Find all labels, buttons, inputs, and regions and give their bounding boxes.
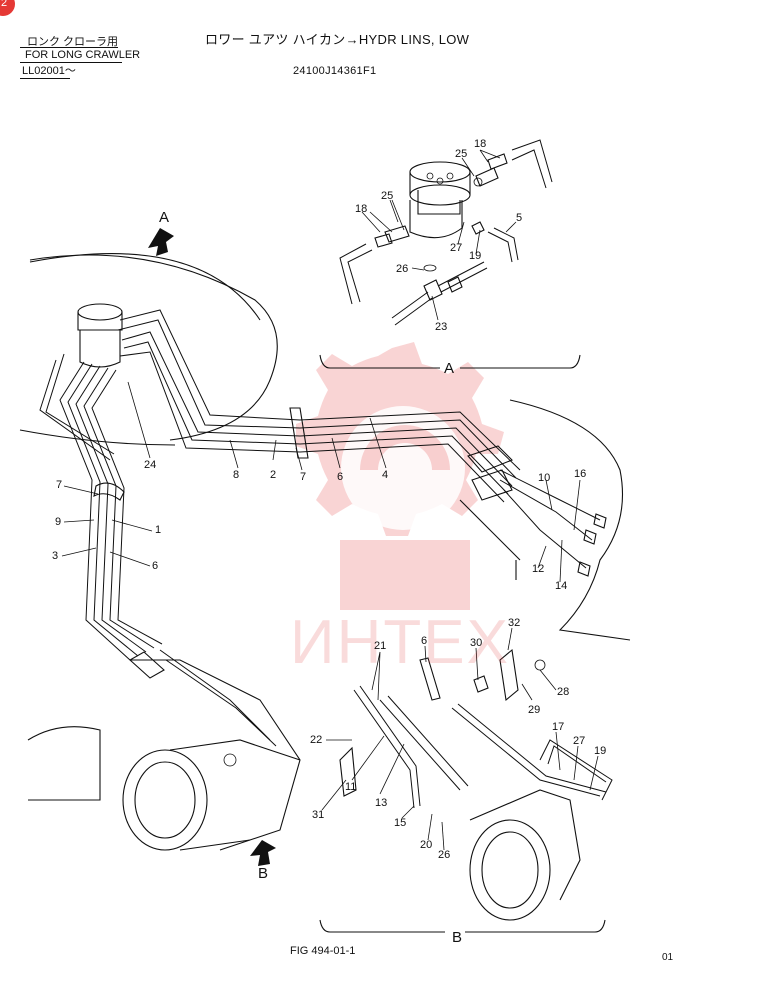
callout-main: 6 xyxy=(337,471,344,483)
header-line-jp: ロンク クローラ用 xyxy=(27,36,119,48)
callout-detail-b: 22 xyxy=(310,734,323,746)
callout-main: 14 xyxy=(555,580,568,592)
callout-detail-b: 17 xyxy=(552,721,565,733)
detail-a-label: A xyxy=(444,360,455,377)
watermark-gear-logo xyxy=(296,342,504,610)
callout-detail-a: 19 xyxy=(469,250,482,262)
callout-detail-b: 31 xyxy=(312,809,325,821)
header-rule-1 xyxy=(20,47,118,48)
page-badge-number: 2 xyxy=(1,0,8,9)
callout-detail-a: 25 xyxy=(455,148,468,160)
callout-detail-b: 32 xyxy=(508,617,521,629)
callout-main: 16 xyxy=(574,468,587,480)
callout-detail-a: 18 xyxy=(474,138,487,150)
header-rule-2 xyxy=(20,62,122,63)
callout-detail-a: 25 xyxy=(381,190,394,202)
callout-main: 7 xyxy=(300,471,307,483)
callout-detail-a: 5 xyxy=(516,212,523,224)
callout-main: 2 xyxy=(270,469,277,481)
callout-main: 3 xyxy=(52,550,59,562)
page-number: 01 xyxy=(662,952,674,963)
callout-main: 4 xyxy=(382,469,389,481)
callout-detail-b: 26 xyxy=(438,849,451,861)
callout-main: 6 xyxy=(152,560,159,572)
callout-detail-b: 28 xyxy=(557,686,570,698)
view-arrow-b xyxy=(250,840,276,866)
callout-detail-b: 11 xyxy=(345,781,357,793)
callout-leaders xyxy=(61,149,599,851)
view-arrow-a-label: A xyxy=(159,209,170,226)
callout-detail-b: 29 xyxy=(528,704,541,716)
part-code: 24100J14361F1 xyxy=(293,65,377,77)
callout-detail-a: 23 xyxy=(435,321,448,333)
callout-detail-b: 27 xyxy=(573,735,586,747)
main-assembly xyxy=(19,253,631,851)
callout-main: 12 xyxy=(532,563,545,575)
detail-b-label: B xyxy=(452,929,463,946)
callout-detail-b: 20 xyxy=(420,839,433,851)
callout-detail-a: 26 xyxy=(396,263,409,275)
watermark-text: ИНТЕХ xyxy=(290,608,510,677)
view-arrow-b-label: B xyxy=(258,865,269,882)
callout-detail-b: 6 xyxy=(421,635,428,647)
callout-main: 9 xyxy=(55,516,62,528)
page-title: ロワー ユアツ ハイカン→HYDR LINS, LOW xyxy=(205,32,470,47)
callout-main: 7 xyxy=(56,479,63,491)
page-badge: 2 xyxy=(0,0,15,16)
detail-a-swivel-joint xyxy=(319,139,581,369)
header-serial-range: LL02001～ xyxy=(22,65,76,77)
callout-detail-a: 18 xyxy=(355,203,368,215)
header-rule-3 xyxy=(20,78,70,79)
view-arrow-a xyxy=(148,228,174,256)
callout-detail-a: 27 xyxy=(450,242,463,254)
callout-main: 10 xyxy=(538,472,551,484)
figure-number: FIG 494-01-1 xyxy=(290,945,356,957)
callout-main: 8 xyxy=(233,469,240,481)
callout-detail-b: 15 xyxy=(394,817,407,829)
callout-main: 24 xyxy=(144,459,157,471)
detail-b-motor xyxy=(319,648,613,933)
callout-detail-b: 13 xyxy=(375,797,388,809)
callout-detail-b: 30 xyxy=(470,637,483,649)
callout-detail-b: 21 xyxy=(374,640,387,652)
callout-detail-b: 19 xyxy=(594,745,607,757)
callout-main: 1 xyxy=(155,524,162,536)
header-line-long-crawler: FOR LONG CRAWLER xyxy=(25,49,141,61)
